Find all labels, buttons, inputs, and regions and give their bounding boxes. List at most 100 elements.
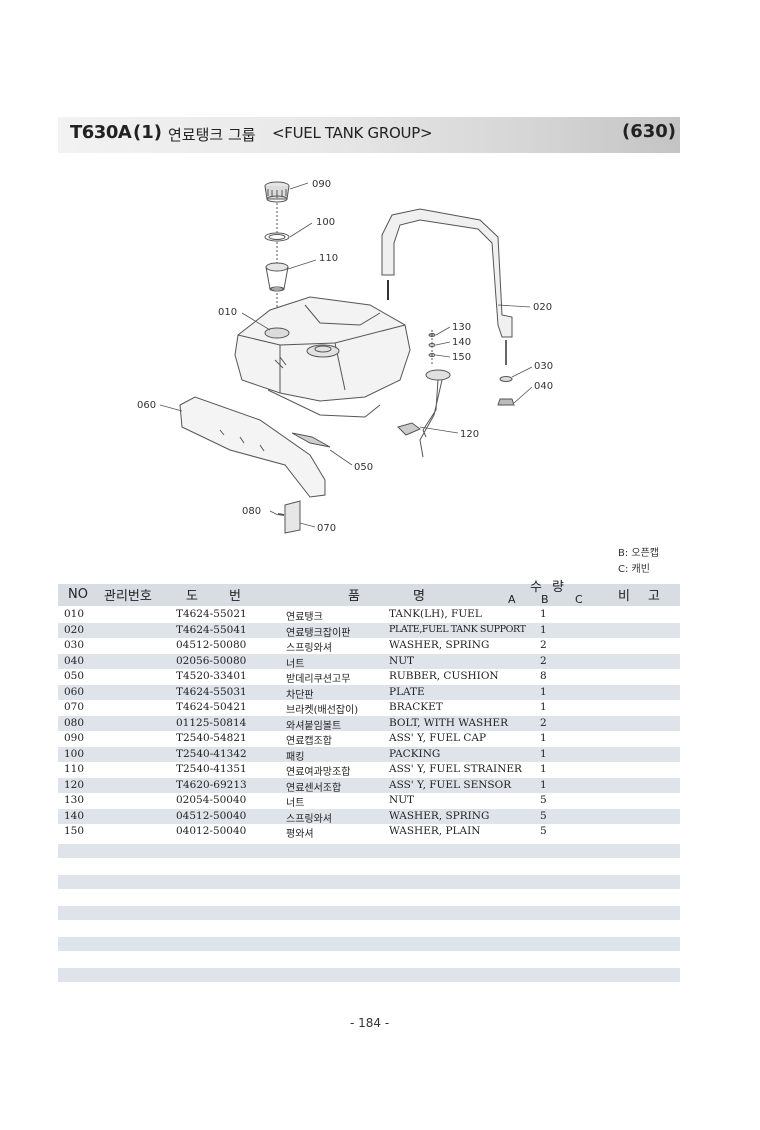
col-header-no: NO — [68, 587, 88, 602]
table-row: 150 04012-50040 평와셔 WASHER, PLAIN 5 — [58, 824, 680, 840]
row-name-korean: 차단판 — [286, 689, 314, 701]
fuel-strainer-part — [265, 262, 289, 292]
row-name-english: NUT — [389, 654, 415, 667]
group-code: T630A — [70, 122, 132, 143]
row-part-number: T2540-41342 — [176, 747, 247, 760]
row-part-number: 01125-50814 — [176, 716, 247, 729]
row-name-english: NUT — [389, 794, 415, 806]
row-name-korean: 받데리쿠션고무 — [286, 674, 351, 685]
col-header-name-1: 품 — [348, 589, 360, 604]
row-name-korean: 브라켓(배선잡이) — [286, 705, 359, 716]
callout-130: 130 — [452, 322, 471, 333]
row-qty-b: 1 — [540, 747, 547, 760]
legend-cabin: C: 캐빈 — [618, 564, 650, 575]
row-part-number: T4624-55041 — [176, 623, 247, 636]
table-row: 050 T4520-33401 받데리쿠션고무 RUBBER, CUSHION … — [58, 669, 680, 685]
row-no: 020 — [64, 623, 85, 636]
row-name-korean: 연료여과망조합 — [286, 767, 351, 778]
callout-120: 120 — [460, 429, 479, 440]
table-row: 140 04512-50040 스프링와셔 WASHER, SPRING 5 — [58, 808, 680, 825]
row-part-number: 04512-50040 — [176, 809, 247, 822]
col-header-qty-a: A — [508, 593, 516, 606]
row-name-korean: 연료탱크 — [286, 612, 323, 623]
row-qty-b: 1 — [540, 763, 547, 775]
callout-100: 100 — [316, 217, 335, 228]
fuel-tank-part — [234, 296, 411, 418]
table-row: 060 T4624-55031 차단판 PLATE 1 — [58, 684, 680, 701]
callout-030: 030 — [534, 361, 553, 372]
row-part-number: T4624-55031 — [176, 685, 247, 698]
row-no: 060 — [64, 685, 85, 698]
group-page-code: (630) — [622, 121, 677, 142]
tank-support-plate-part — [381, 208, 513, 365]
row-name-english: WASHER, SPRING — [389, 809, 490, 822]
row-no: 090 — [64, 732, 85, 744]
row-part-number: 02054-50040 — [176, 794, 247, 806]
page-number: - 184 - — [350, 1016, 390, 1030]
row-qty-b: 2 — [540, 716, 547, 729]
col-header-qty-b: B — [541, 593, 549, 606]
empty-row-band — [58, 906, 680, 920]
table-row: 010 T4624-55021 연료탱크 TANK(LH), FUEL 1 — [58, 607, 680, 623]
bracket-part — [277, 500, 301, 534]
row-name-korean: 와셔붙임볼트 — [286, 720, 342, 732]
table-row: 070 T4624-50421 브라켓(배선잡이) BRACKET 1 — [58, 700, 680, 716]
empty-row-band — [58, 968, 680, 982]
row-name-korean: 너트 — [286, 658, 305, 670]
group-title-english: <FUEL TANK GROUP> — [272, 124, 433, 142]
row-name-english: ASS' Y, FUEL SENSOR — [389, 778, 512, 791]
spring-washer-part — [499, 376, 513, 382]
callout-090: 090 — [312, 179, 331, 190]
table-row: 120 T4620-69213 연료센서조합 ASS' Y, FUEL SENS… — [58, 777, 680, 794]
row-name-korean: 스프링와셔 — [286, 643, 332, 654]
row-name-korean: 너트 — [286, 798, 305, 809]
row-qty-b: 2 — [540, 639, 547, 651]
table-row: 130 02054-50040 너트 NUT 5 — [58, 793, 680, 809]
row-qty-b: 1 — [540, 732, 547, 744]
row-no: 140 — [64, 809, 85, 822]
callout-040: 040 — [534, 381, 553, 392]
col-header-remarks-1: 비 — [618, 589, 630, 604]
row-name-english: WASHER, SPRING — [389, 639, 490, 651]
callout-110: 110 — [319, 253, 338, 264]
row-qty-b: 1 — [540, 778, 547, 791]
row-name-english: BOLT, WITH WASHER — [389, 716, 508, 729]
rubber-cushion-part — [291, 432, 331, 448]
row-part-number: T2540-54821 — [176, 732, 247, 744]
row-name-english: RUBBER, CUSHION — [389, 670, 499, 682]
row-no: 030 — [64, 639, 85, 651]
table-row: 030 04512-50080 스프링와셔 WASHER, SPRING 2 — [58, 638, 680, 654]
row-no: 130 — [64, 794, 85, 806]
row-no: 010 — [64, 608, 85, 620]
callout-060: 060 — [137, 400, 156, 411]
col-header-remarks-2: 고 — [648, 589, 660, 604]
sensor-fasteners-part — [428, 330, 436, 365]
col-header-name-2: 명 — [413, 589, 425, 604]
row-name-english: BRACKET — [389, 701, 443, 713]
fuel-cap-part — [264, 181, 290, 203]
row-name-english: ASS' Y, FUEL CAP — [389, 732, 487, 744]
row-name-english: PLATE,FUEL TANK SUPPORT — [389, 623, 526, 635]
row-qty-b: 1 — [540, 685, 547, 698]
row-no: 120 — [64, 778, 85, 791]
callout-080: 080 — [242, 506, 261, 517]
exploded-parts-diagram: 090 100 110 010 020 130 140 150 030 040 … — [137, 179, 553, 534]
empty-row-band — [58, 937, 680, 951]
row-no: 050 — [64, 670, 85, 682]
row-name-korean: 패킹 — [286, 751, 305, 763]
row-no: 150 — [64, 825, 85, 837]
legend-open-cab: B: 오픈캡 — [618, 548, 660, 559]
packing-part — [264, 232, 290, 242]
fuel-sensor-part — [397, 369, 451, 458]
row-name-korean: 연료탱크잡이판 — [286, 627, 351, 639]
parts-table: 010 T4624-55021 연료탱크 TANK(LH), FUEL 1 02… — [58, 607, 680, 840]
table-header — [58, 584, 680, 606]
table-row: 090 T2540-54821 연료캡조합 ASS' Y, FUEL CAP 1 — [58, 731, 680, 747]
group-subnumber: (1) — [133, 122, 162, 143]
table-row: 020 T4624-55041 연료탱크잡이판 PLATE,FUEL TANK … — [58, 622, 680, 639]
callout-070: 070 — [317, 523, 336, 534]
callout-140: 140 — [452, 337, 471, 348]
nut-part — [497, 398, 515, 406]
table-row: 080 01125-50814 와셔붙임볼트 BOLT, WITH WASHER… — [58, 715, 680, 732]
